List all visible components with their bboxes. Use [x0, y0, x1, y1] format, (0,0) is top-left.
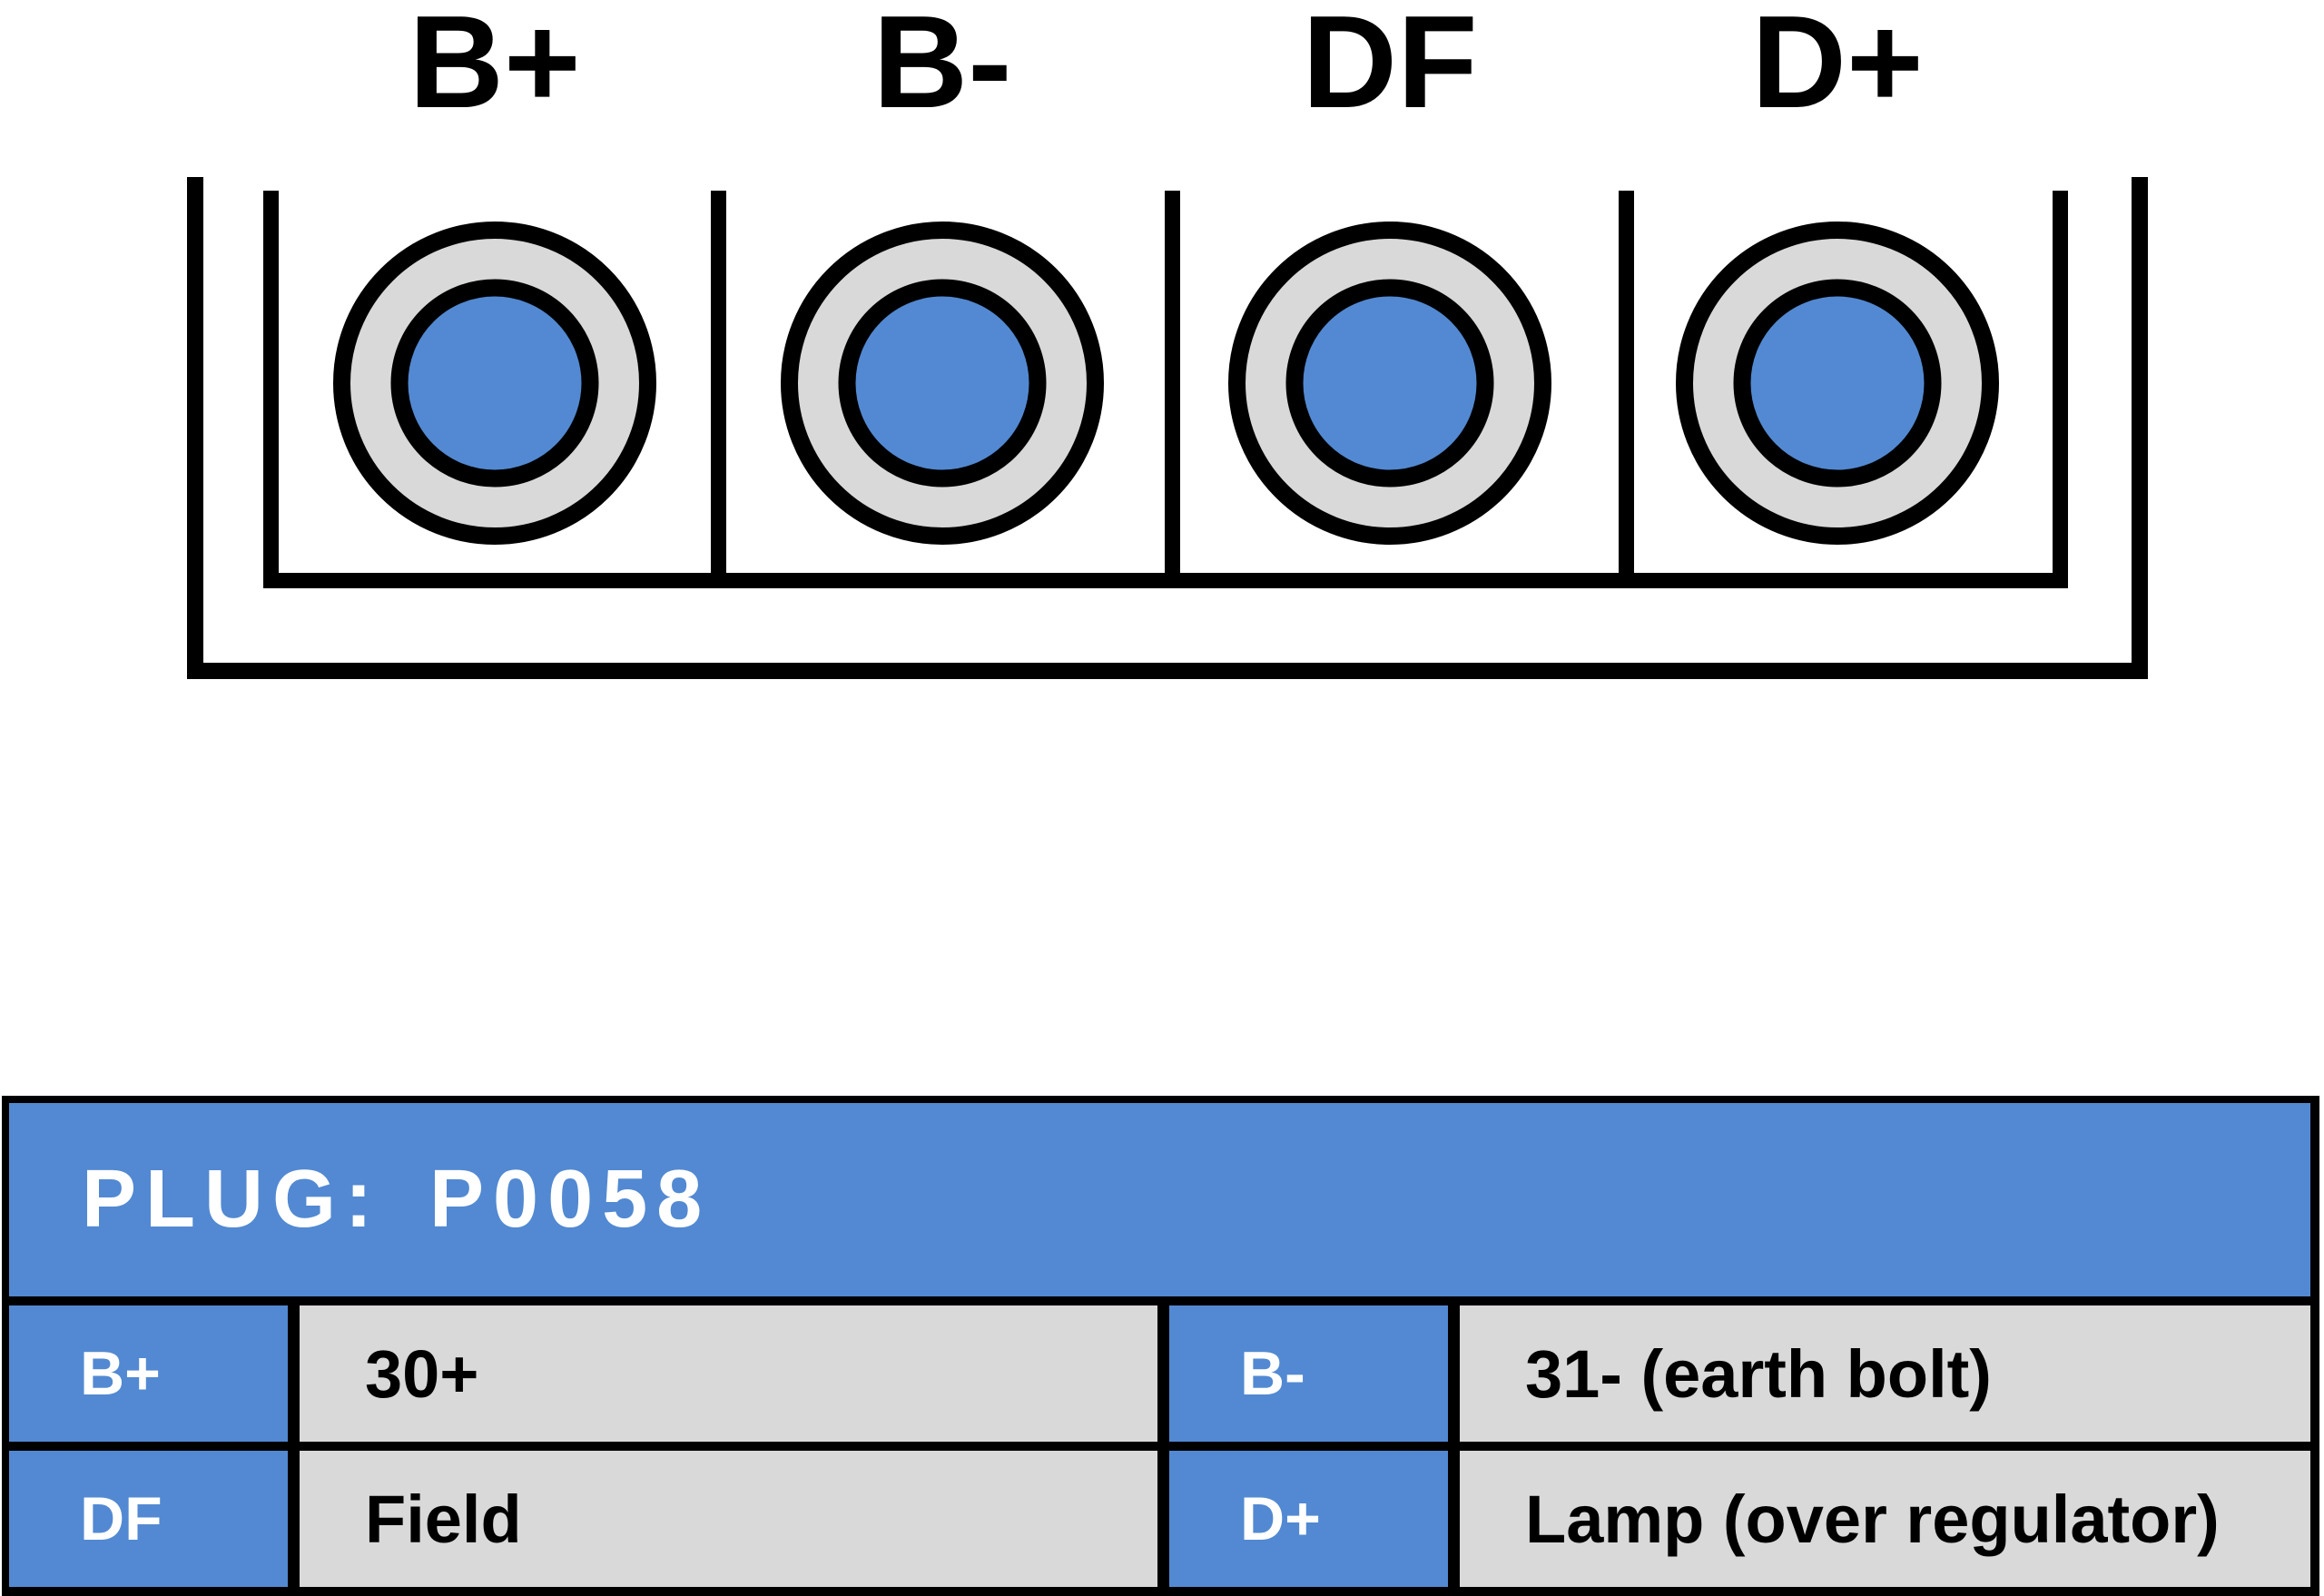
desc-cell-b-minus: 31- (earth bolt) — [1460, 1305, 2310, 1442]
compartment-divider-2 — [1165, 191, 1180, 588]
terminal-df-pin — [1285, 279, 1494, 488]
connector-outer-shell-bottom — [187, 663, 2148, 679]
connector-inner-housing-left — [263, 191, 279, 588]
pinout-table: PLUG: P0058 B+ 30+ B- 31- (earth bolt) D… — [2, 1096, 2319, 1596]
connector-outer-shell-right — [2132, 177, 2148, 679]
terminal-df — [1228, 222, 1551, 545]
terminal-b-minus — [781, 222, 1104, 545]
terminal-label-df: DF — [1302, 0, 1478, 135]
terminal-label-d-plus: D+ — [1751, 0, 1924, 135]
terminal-label-b-minus: B- — [872, 0, 1012, 135]
pin-cell-b-plus: B+ — [9, 1305, 288, 1442]
compartment-divider-1 — [711, 191, 726, 588]
pin-cell-d-plus: D+ — [1169, 1451, 1448, 1587]
terminal-d-plus — [1676, 222, 1999, 545]
connector-diagram: B+ B- DF D+ — [0, 0, 2324, 726]
plug-title: PLUG: P0058 — [9, 1103, 2310, 1296]
desc-cell-df: Field — [300, 1451, 1157, 1587]
pin-cell-df: DF — [9, 1451, 288, 1587]
terminal-b-plus — [333, 222, 656, 545]
connector-outer-shell-left — [187, 177, 203, 679]
desc-cell-b-plus: 30+ — [300, 1305, 1157, 1442]
terminal-d-plus-pin — [1733, 279, 1942, 488]
terminal-b-plus-pin — [390, 279, 599, 488]
pin-cell-b-minus: B- — [1169, 1305, 1448, 1442]
terminal-b-minus-pin — [838, 279, 1047, 488]
desc-cell-d-plus: Lamp (over regulator) — [1460, 1451, 2310, 1587]
connector-inner-housing-right — [2053, 191, 2068, 588]
compartment-divider-3 — [1619, 191, 1634, 588]
terminal-label-b-plus: B+ — [409, 0, 581, 135]
